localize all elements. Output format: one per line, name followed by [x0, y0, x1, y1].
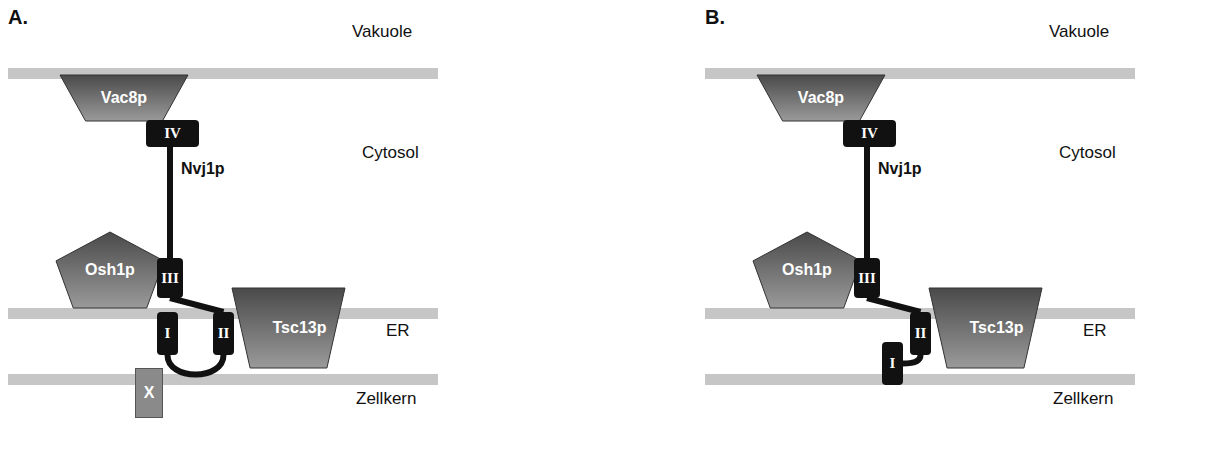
nvj1p-chain [903, 355, 921, 364]
node-text: I [165, 325, 171, 342]
node-text: Vac8p [798, 89, 844, 107]
osh1p-protein: Osh1p [56, 232, 164, 308]
node-text: Osh1p [782, 261, 832, 279]
domain-box: III [854, 258, 880, 298]
node-text: Vac8p [101, 89, 147, 107]
domain-box: I [157, 312, 178, 355]
compartment-label: Vakuole [1049, 22, 1109, 42]
domain-box: II [910, 312, 931, 355]
compartment-label: Cytosol [1059, 143, 1116, 163]
panel-letter: B. [705, 6, 725, 29]
panel-letter: A. [8, 6, 28, 29]
nvj1p-chain [170, 298, 224, 312]
node-text: II [915, 325, 927, 342]
compartment-label: ER [1083, 321, 1107, 341]
x-box: X [135, 368, 163, 418]
domain-box: IV [146, 120, 199, 147]
nvj1p-chain [168, 355, 224, 375]
domain-box: II [213, 312, 234, 355]
compartment-label: ER [386, 321, 410, 341]
domain-box: I [882, 342, 903, 385]
node-text: I [890, 355, 896, 372]
compartment-label: Cytosol [362, 143, 419, 163]
domain-box: III [157, 258, 183, 298]
node-text: IV [861, 125, 878, 142]
osh1p-protein: Osh1p [753, 232, 861, 308]
nuclear-membrane [8, 374, 438, 385]
vac8p-protein: Vac8p [60, 75, 188, 121]
tsc13p-protein: Tsc13p [232, 288, 345, 368]
compartment-label: Vakuole [352, 22, 412, 42]
protein-label: Nvj1p [181, 160, 225, 178]
vac8p-protein: Vac8p [757, 75, 885, 121]
nuclear-membrane [705, 374, 1135, 385]
compartment-label: Zellkern [356, 389, 416, 409]
nvj1p-chain [864, 147, 870, 258]
nvj1p-chain [867, 298, 921, 312]
node-text: Osh1p [85, 261, 135, 279]
domain-box: IV [843, 120, 896, 147]
compartment-label: Zellkern [1053, 389, 1113, 409]
node-text: IV [164, 125, 181, 142]
node-text: X [144, 384, 155, 402]
node-text: Tsc13p [970, 319, 1024, 337]
nvj1p-chain [167, 147, 173, 258]
protein-label: Nvj1p [878, 160, 922, 178]
node-text: II [218, 325, 230, 342]
node-text: III [858, 270, 876, 287]
node-text: III [161, 270, 179, 287]
tsc13p-protein: Tsc13p [929, 288, 1042, 368]
node-text: Tsc13p [273, 319, 327, 337]
